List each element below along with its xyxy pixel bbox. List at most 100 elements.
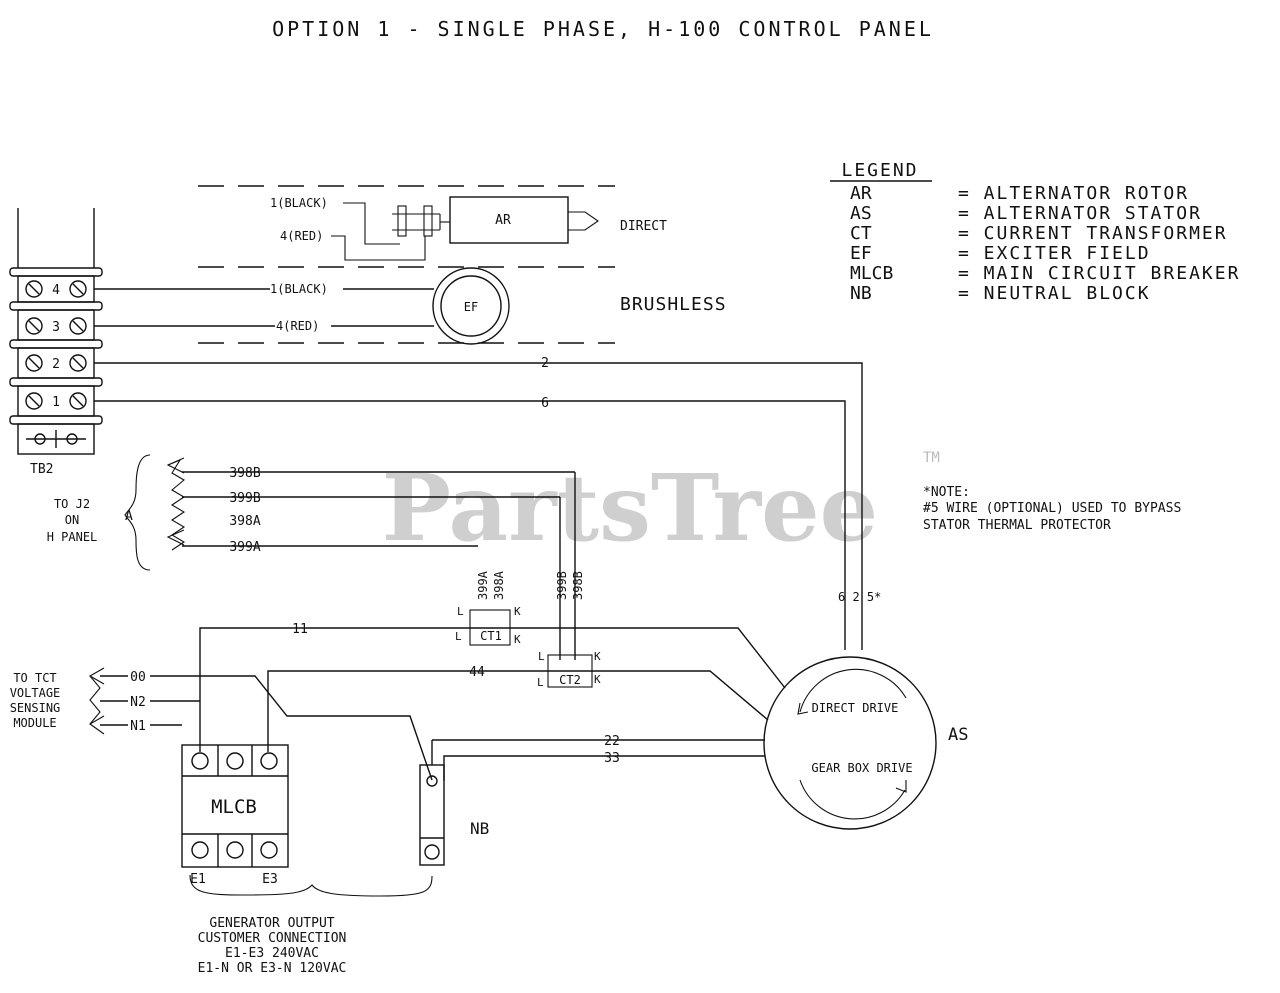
wire-33-label: 33	[604, 751, 620, 766]
terminal-number: 1	[52, 395, 60, 410]
legend-code: CT	[850, 223, 872, 244]
main-circuit-breaker: MLCB E1 E3	[181, 744, 289, 887]
wire-11-label: 11	[292, 622, 308, 637]
connector-wire: 398B	[229, 466, 260, 481]
connector-letter: A	[125, 509, 133, 524]
ct2-l: L	[538, 650, 545, 663]
ct1-l: L	[457, 605, 464, 618]
ct1-lead: 398A	[492, 570, 506, 600]
connector-label-line: ON	[65, 513, 79, 527]
direct-drive-label: DIRECT DRIVE	[812, 701, 899, 715]
ct1-k2: K	[514, 633, 521, 646]
ct1-l2: L	[455, 630, 462, 643]
current-transformer-ct1: L K L K CT1	[455, 605, 521, 646]
ct2-k2: K	[594, 673, 601, 686]
wire-2-label: 2	[541, 356, 549, 371]
mlcb-e3: E3	[262, 872, 278, 887]
exciter-field-inner	[440, 275, 502, 337]
screw-terminal-4	[25, 280, 87, 298]
exciter-field-outer	[432, 267, 510, 345]
legend-heading: LEGEND	[841, 160, 918, 181]
wire-44: 44	[267, 665, 769, 752]
wire-n2-label: N2	[130, 695, 146, 710]
stator-leads-label: 6 2 5*	[838, 590, 881, 604]
note-heading: *NOTE:	[923, 485, 970, 500]
screw-terminal-1	[25, 392, 87, 410]
terminal-number: 4	[52, 283, 60, 298]
legend-desc: = MAIN CIRCUIT BREAKER	[958, 263, 1240, 284]
brushless-label: BRUSHLESS	[620, 294, 727, 315]
generator-output: GENERATOR OUTPUT CUSTOMER CONNECTION E1-…	[189, 874, 433, 976]
note-line-1: #5 WIRE (OPTIONAL) USED TO BYPASS	[923, 501, 1181, 516]
connector-j2: A TO J2 ON H PANEL 398B 399B 398A 399A 3…	[47, 454, 585, 660]
neutral-block: 22 33 NB	[419, 734, 765, 866]
legend-desc: = EXCITER FIELD	[958, 243, 1151, 264]
direct-label: DIRECT	[620, 219, 667, 234]
note-line-2: STATOR THERMAL PROTECTOR	[923, 518, 1111, 533]
wire-6-label: 6	[541, 396, 549, 411]
ct2-l2: L	[537, 676, 544, 689]
alternator-stator: AS DIRECT DRIVE GEAR BOX DRIVE	[763, 656, 968, 830]
ct2-lead: 398B	[571, 571, 585, 600]
ct2-label: CT2	[559, 673, 581, 687]
legend-code: MLCB	[850, 263, 893, 284]
watermark-tm: TM	[923, 450, 940, 466]
ct2-k: K	[594, 650, 601, 663]
connector-wire: 398A	[229, 514, 260, 529]
sensing-label-line: SENSING	[10, 701, 61, 715]
terminal-number: 2	[52, 357, 60, 372]
note: *NOTE: #5 WIRE (OPTIONAL) USED TO BYPASS…	[923, 485, 1181, 533]
mlcb-e1: E1	[190, 872, 206, 887]
current-transformer-ct2: L K L K CT2	[537, 650, 601, 689]
output-line: E1-N OR E3-N 120VAC	[198, 961, 347, 976]
ct1-label: CT1	[480, 629, 502, 643]
brushless-wire-4: 4(RED)	[276, 319, 319, 333]
stator-label: AS	[948, 725, 968, 745]
legend-code: AS	[850, 203, 872, 224]
wire-11: 11	[199, 622, 786, 752]
alternator-rotor-label: AR	[495, 213, 511, 228]
sensing-label-line: VOLTAGE	[10, 686, 61, 700]
mlcb-label: MLCB	[211, 796, 257, 818]
connector-label-line: H PANEL	[47, 530, 98, 544]
direct-section: 1(BLACK) 4(RED) AR DIRECT	[198, 185, 667, 268]
direct-wire-1: 1(BLACK)	[270, 196, 328, 210]
legend-desc: = NEUTRAL BLOCK	[958, 283, 1151, 304]
screw-terminal-2	[25, 354, 87, 372]
terminal-block-tb2: 4 3 2 1 TB2	[9, 208, 103, 477]
sensing-label-line: TO TCT	[13, 671, 56, 685]
screw-terminal-3	[25, 317, 87, 335]
gear-box-drive-label: GEAR BOX DRIVE	[811, 761, 912, 775]
wires-2-6: 2 6 6 2 5*	[94, 356, 881, 650]
sensing-label-line: MODULE	[13, 716, 56, 730]
output-line: CUSTOMER CONNECTION	[198, 931, 347, 946]
terminal-number: 3	[52, 320, 60, 335]
ct1-k: K	[514, 605, 521, 618]
wire-n1-label: N1	[130, 719, 146, 734]
wire-22-label: 22	[604, 734, 620, 749]
output-line: GENERATOR OUTPUT	[209, 916, 334, 931]
exciter-field-label: EF	[464, 300, 478, 314]
connector-label-line: TO J2	[54, 497, 90, 511]
legend-desc: = CURRENT TRANSFORMER	[958, 223, 1228, 244]
brushless-section: 1(BLACK) 4(RED) EF BRUSHLESS	[94, 267, 727, 345]
legend-desc: = ALTERNATOR ROTOR	[958, 183, 1189, 204]
direct-wire-4: 4(RED)	[280, 229, 323, 243]
legend-code: EF	[850, 243, 872, 264]
terminal-block-label: TB2	[30, 462, 53, 477]
connector-wire: 399A	[229, 540, 260, 555]
alternator-rotor-box	[449, 196, 569, 244]
wire-44-label: 44	[469, 665, 485, 680]
wire-00-label: 00	[130, 670, 146, 685]
diagram-title: OPTION 1 - SINGLE PHASE, H-100 CONTROL P…	[272, 17, 934, 41]
ct1-lead: 399A	[476, 570, 490, 600]
legend: LEGEND AR = ALTERNATOR ROTOR AS = ALTERN…	[830, 160, 1240, 304]
legend-code: NB	[850, 283, 872, 304]
output-line: E1-E3 240VAC	[225, 946, 319, 961]
neutral-block-label: NB	[470, 819, 489, 838]
legend-desc: = ALTERNATOR STATOR	[958, 203, 1202, 224]
connector-wire: 399B	[229, 491, 260, 506]
brushless-wire-1: 1(BLACK)	[270, 282, 328, 296]
voltage-sensing: TO TCT VOLTAGE SENSING MODULE 00 N2 N1	[10, 667, 433, 781]
